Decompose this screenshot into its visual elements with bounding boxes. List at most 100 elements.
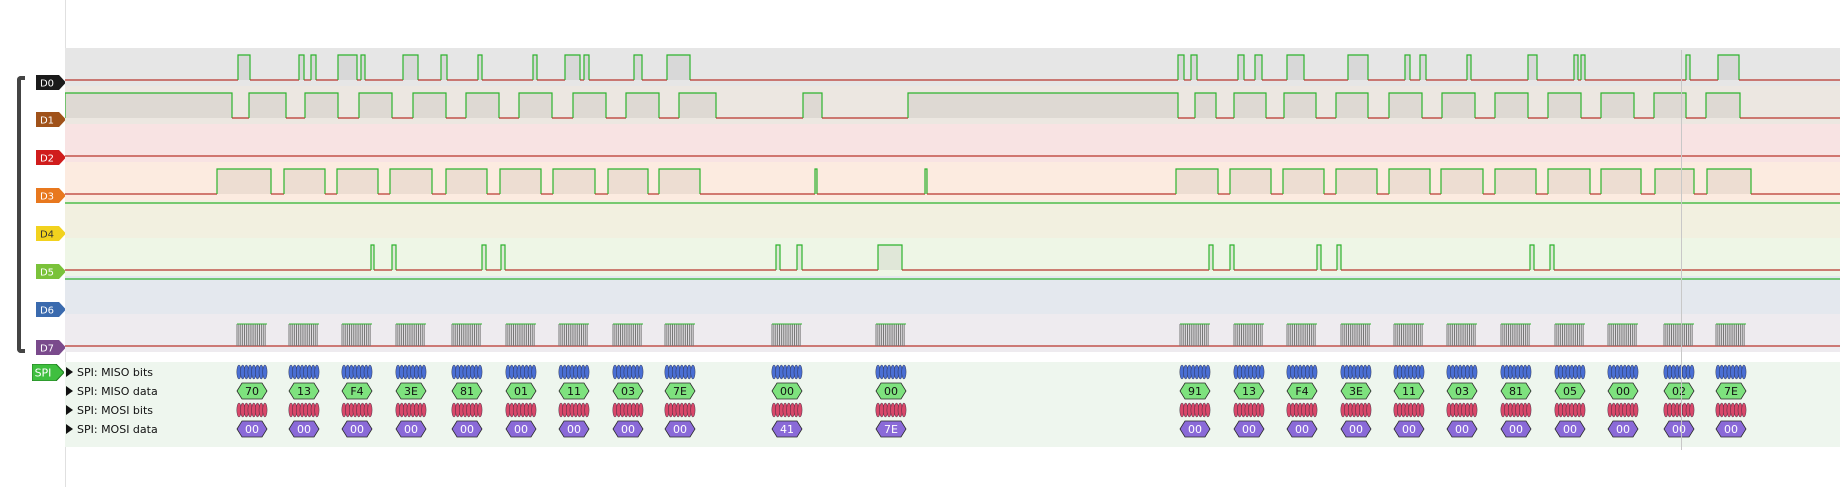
decoded-byte[interactable]: 00: [341, 420, 373, 438]
decoded-byte[interactable]: 11: [1393, 382, 1425, 400]
decoded-byte-value: 3E: [1349, 385, 1363, 398]
decoder-row-label: SPI: MOSI data: [77, 422, 158, 436]
decoded-byte[interactable]: 00: [395, 420, 427, 438]
decoded-byte[interactable]: 03: [1446, 382, 1478, 400]
decoded-byte-value: 70: [245, 385, 259, 398]
decoded-byte-value: 00: [1295, 423, 1309, 436]
decoded-byte-value: 00: [621, 423, 635, 436]
decoded-byte-value: 7E: [884, 423, 898, 436]
channel-band-d6[interactable]: [65, 276, 1840, 314]
waveform-d1: [64, 92, 1840, 119]
decoded-byte-value: 00: [1242, 423, 1256, 436]
decoded-byte[interactable]: 00: [288, 420, 320, 438]
decoder-row-mosi-data[interactable]: SPI: MOSI data: [66, 420, 158, 438]
expand-triangle-icon[interactable]: [66, 405, 73, 415]
trace-area[interactable]: 70 13 F4 3E 81 01 11 03 7E 00 00 91 13 F4 3E 11 03 81 05 00…: [64, 0, 1840, 487]
miso-bits-track: [236, 364, 1747, 380]
decoded-byte[interactable]: 00: [1554, 420, 1586, 438]
decoded-byte[interactable]: 70: [236, 382, 268, 400]
decoded-byte-value: 00: [1402, 423, 1416, 436]
decoded-byte[interactable]: 81: [451, 382, 483, 400]
waveform-d0: [65, 54, 1840, 81]
decoded-byte[interactable]: 03: [612, 382, 644, 400]
decoded-byte[interactable]: 00: [1607, 382, 1639, 400]
time-cursor[interactable]: [1681, 50, 1682, 450]
decoded-byte-value: 7E: [673, 385, 687, 398]
channel-band-d4[interactable]: [65, 200, 1840, 238]
decoded-byte[interactable]: 13: [1233, 382, 1265, 400]
channel-tag-label: D3: [40, 192, 54, 203]
channel-tag-d1[interactable]: D1: [36, 112, 66, 127]
decoded-byte[interactable]: 7E: [1715, 382, 1747, 400]
decoded-byte-value: 7E: [1724, 385, 1738, 398]
decoded-byte[interactable]: F4: [341, 382, 373, 400]
decoded-byte-value: 00: [567, 423, 581, 436]
decoded-byte[interactable]: 00: [1663, 420, 1695, 438]
decoded-byte-value: 00: [1509, 423, 1523, 436]
spi-analyzer-tag[interactable]: SPI: [31, 363, 65, 382]
decoded-byte[interactable]: 00: [1393, 420, 1425, 438]
decoded-byte-value: 00: [514, 423, 528, 436]
decoded-byte-value: 00: [1188, 423, 1202, 436]
decoder-row-miso-data[interactable]: SPI: MISO data: [66, 382, 158, 400]
expand-triangle-icon[interactable]: [66, 367, 73, 377]
channel-tag-label: D5: [40, 268, 54, 279]
decoded-byte[interactable]: 05: [1554, 382, 1586, 400]
decoded-byte[interactable]: 7E: [664, 382, 696, 400]
decoded-byte[interactable]: 00: [1446, 420, 1478, 438]
decoded-byte[interactable]: 11: [558, 382, 590, 400]
decoded-byte-value: 00: [245, 423, 259, 436]
decoded-byte[interactable]: F4: [1286, 382, 1318, 400]
decoded-byte[interactable]: 00: [1500, 420, 1532, 438]
decoded-byte[interactable]: 00: [1607, 420, 1639, 438]
decoded-byte[interactable]: 7E: [875, 420, 907, 438]
decoded-byte[interactable]: 91: [1179, 382, 1211, 400]
channel-tag-d2[interactable]: D2: [36, 150, 66, 165]
decoded-byte[interactable]: 00: [236, 420, 268, 438]
channel-tag-label: D6: [40, 306, 54, 317]
decoded-byte-value: 02: [1672, 385, 1686, 398]
decoded-byte[interactable]: 3E: [1340, 382, 1372, 400]
decoded-byte[interactable]: 02: [1663, 382, 1695, 400]
decoded-byte-value: 11: [1402, 385, 1416, 398]
decoded-byte[interactable]: 3E: [395, 382, 427, 400]
decoded-byte[interactable]: 00: [1340, 420, 1372, 438]
decoded-byte[interactable]: 00: [771, 382, 803, 400]
decoded-byte[interactable]: 00: [1715, 420, 1747, 438]
expand-triangle-icon[interactable]: [66, 386, 73, 396]
decoded-byte[interactable]: 00: [664, 420, 696, 438]
decoded-byte[interactable]: 00: [451, 420, 483, 438]
channel-tag-d0[interactable]: D0: [36, 75, 66, 90]
mosi-data-track: 00 00 00 00 00 00 00 00 00 41 7E 00 00 00 00 00 00 00 00 00…: [236, 420, 1747, 438]
decoded-byte[interactable]: 00: [558, 420, 590, 438]
decoder-row-miso-bits[interactable]: SPI: MISO bits: [66, 363, 153, 381]
waveform-d3: [65, 168, 1840, 195]
channel-tag-d5[interactable]: D5: [36, 264, 66, 279]
channel-tag-d3[interactable]: D3: [36, 188, 66, 203]
channel-group-bracket[interactable]: [17, 76, 25, 353]
decoded-byte[interactable]: 00: [1179, 420, 1211, 438]
decoder-row-label: SPI: MISO data: [77, 384, 158, 398]
waveform-canvas[interactable]: 70 13 F4 3E 81 01 11 03 7E 00 00 91 13 F4 3E 11 03 81 05 00…: [64, 0, 1840, 487]
channel-tag-label: D2: [40, 154, 54, 165]
decoded-byte[interactable]: 00: [875, 382, 907, 400]
decoder-row-mosi-bits[interactable]: SPI: MOSI bits: [66, 401, 153, 419]
waveform-d5: [65, 244, 1840, 271]
channel-tag-d4[interactable]: D4: [36, 226, 66, 241]
decoded-byte[interactable]: 81: [1500, 382, 1532, 400]
decoded-byte[interactable]: 00: [1286, 420, 1318, 438]
channel-tag-d6[interactable]: D6: [36, 302, 66, 317]
decoded-byte-value: 00: [350, 423, 364, 436]
expand-triangle-icon[interactable]: [66, 424, 73, 434]
decoded-byte[interactable]: 13: [288, 382, 320, 400]
channel-tag-label: D1: [40, 116, 54, 127]
decoded-byte[interactable]: 41: [771, 420, 803, 438]
decoded-byte-value: 00: [460, 423, 474, 436]
decoded-byte[interactable]: 00: [1233, 420, 1265, 438]
decoded-byte[interactable]: 00: [505, 420, 537, 438]
decoded-byte[interactable]: 00: [612, 420, 644, 438]
decoded-byte[interactable]: 01: [505, 382, 537, 400]
channel-tag-d7[interactable]: D7: [36, 340, 66, 355]
decoded-byte-value: 13: [1242, 385, 1256, 398]
